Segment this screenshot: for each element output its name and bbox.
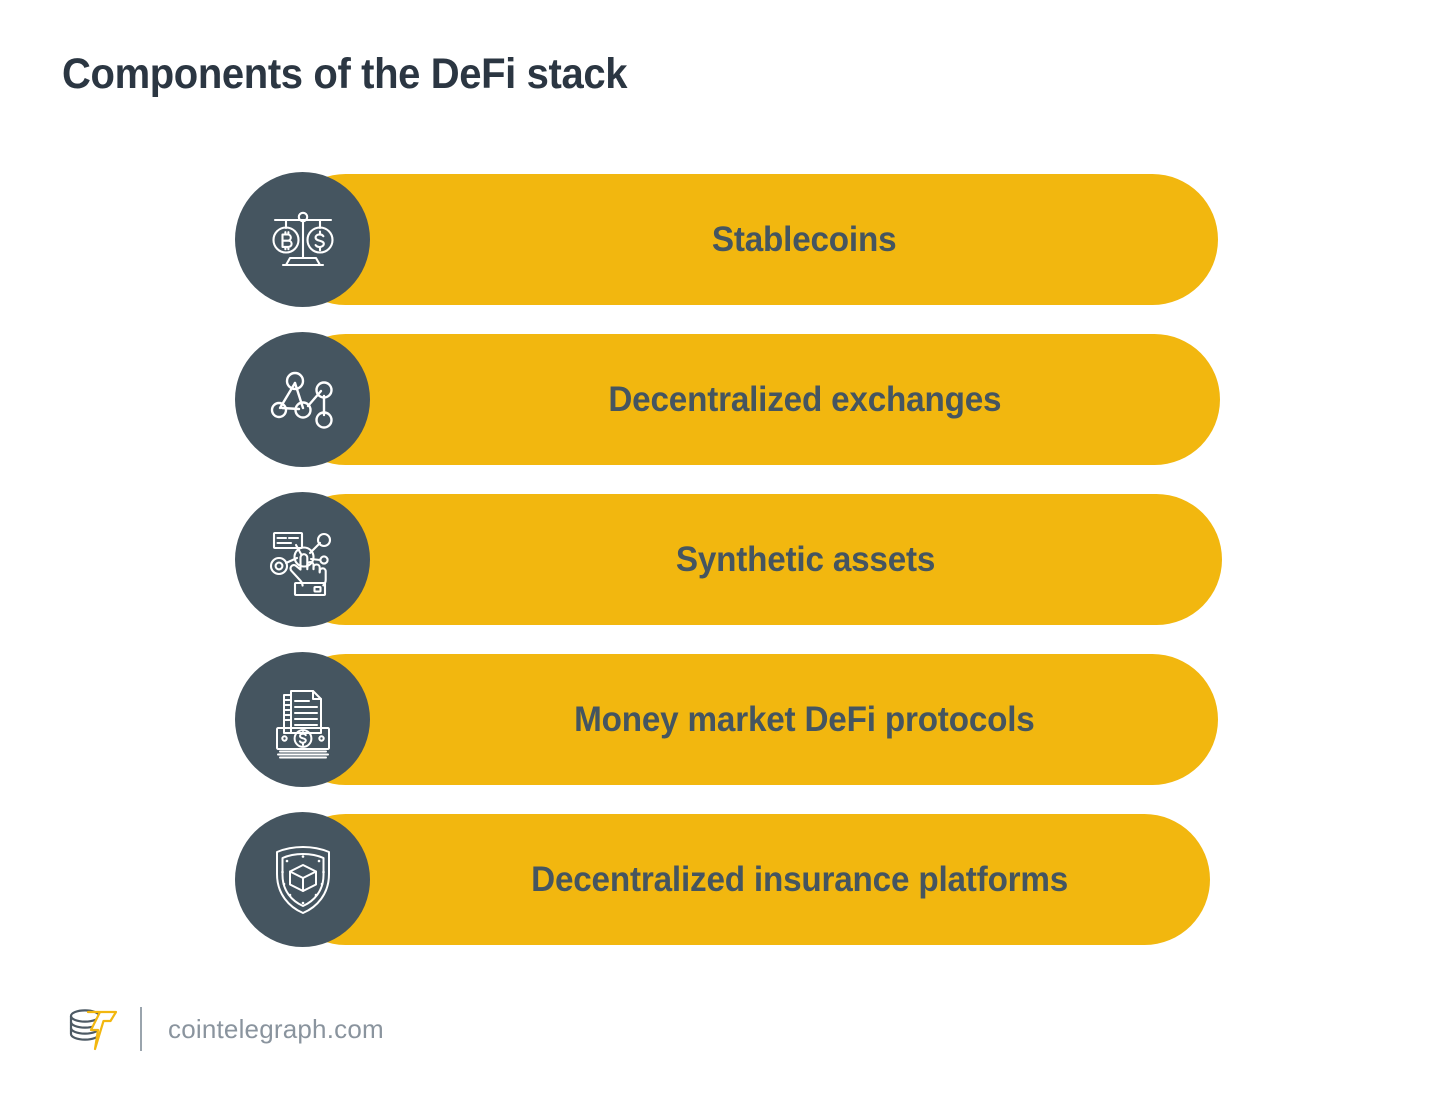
row-label: Money market DeFi protocols	[573, 699, 1035, 739]
balance-scale-bitcoin-dollar-icon	[261, 198, 345, 282]
row-bar[interactable]: Synthetic assets	[280, 494, 1222, 625]
footer-url[interactable]: cointelegraph.com	[168, 1013, 384, 1044]
stack-rows-list: Stablecoins	[0, 172, 1450, 947]
list-item[interactable]: Decentralized exchanges	[0, 332, 1450, 467]
document-banknotes-dollar-icon	[261, 678, 345, 762]
row-bar[interactable]: Decentralized insurance platforms	[280, 814, 1210, 945]
cointelegraph-logo	[62, 1000, 124, 1058]
row-icon-badge	[235, 652, 370, 787]
row-icon-badge	[235, 172, 370, 307]
row-bar[interactable]: Stablecoins	[280, 174, 1218, 305]
row-bar[interactable]: Decentralized exchanges	[280, 334, 1220, 465]
list-item[interactable]: Stablecoins	[0, 172, 1450, 307]
row-label: Synthetic assets	[676, 539, 936, 579]
row-label: Decentralized insurance platforms	[531, 859, 1069, 899]
page-title: Components of the DeFi stack	[62, 50, 628, 98]
row-bar[interactable]: Money market DeFi protocols	[280, 654, 1218, 785]
shield-cube-icon	[261, 838, 345, 922]
list-item[interactable]: Synthetic assets	[0, 492, 1450, 627]
footer: cointelegraph.com	[62, 998, 384, 1060]
hand-pointer-network-icon	[260, 517, 346, 603]
row-icon-badge	[235, 492, 370, 627]
row-icon-badge	[235, 812, 370, 947]
list-item[interactable]: Money market DeFi protocols	[0, 652, 1450, 787]
row-icon-badge	[235, 332, 370, 467]
network-nodes-icon	[261, 358, 345, 442]
row-label: Stablecoins	[711, 219, 897, 259]
list-item[interactable]: Decentralized insurance platforms	[0, 812, 1450, 947]
footer-divider	[140, 1007, 142, 1051]
row-label: Decentralized exchanges	[608, 379, 1002, 419]
